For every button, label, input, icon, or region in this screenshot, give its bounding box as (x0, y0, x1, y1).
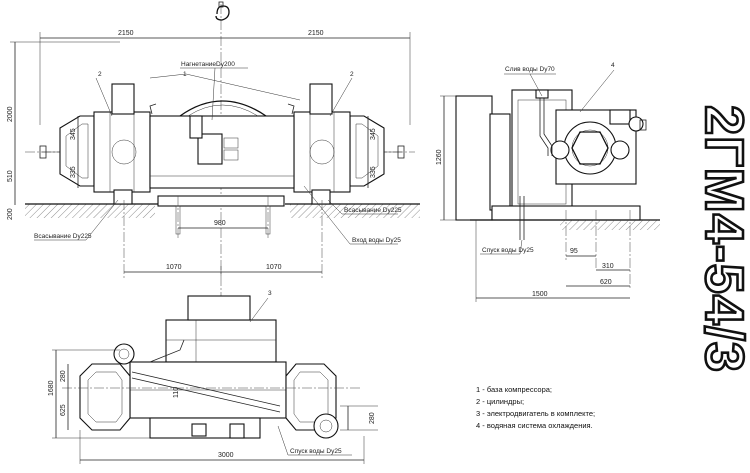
dim-625: 625 (60, 404, 67, 416)
label-suction-right: Всасывание Dy225 (344, 207, 402, 214)
dim-1260: 1260 (436, 149, 443, 165)
legend-item-2: 2 - цилиндры; (476, 397, 524, 406)
compressor-base (149, 100, 295, 189)
label-drain-top: Слив воды Dy70 (505, 66, 555, 73)
cylinder-left (39, 83, 151, 205)
motor (165, 295, 277, 363)
dim-280-right: 280 (369, 412, 376, 424)
callout-4: 4 (611, 62, 615, 69)
plan-view: 3 1680 280 625 110 (48, 290, 378, 464)
dim-620: 620 (600, 279, 612, 286)
dim-310: 310 (602, 263, 614, 270)
dim-1680: 1680 (48, 380, 55, 396)
model-title: 2ГМ4-54/3 (693, 6, 750, 471)
label-drain-bottom: Спуск воды Dy25 (482, 247, 534, 254)
dim-95: 95 (570, 248, 578, 255)
side-view: 1260 95 (436, 62, 660, 302)
dim-345-left: 345 (70, 128, 77, 140)
callout-2a: 2 (98, 71, 102, 78)
side-cylinder (550, 109, 647, 185)
dim-1070-left: 1070 (166, 264, 182, 271)
dim-335-right: 335 (370, 166, 377, 178)
dim-335-left: 335 (70, 166, 77, 178)
dim-200: 200 (7, 208, 14, 220)
cylinder-right (293, 83, 405, 205)
legend: 1 - база компрессора; 2 - цилиндры; 3 - … (476, 385, 595, 430)
foundation-bolts (123, 196, 323, 280)
dim-110: 110 (173, 387, 180, 398)
front-view: 2150 2150 2000 510 200 (7, 1, 420, 300)
dim-1070-right: 1070 (266, 264, 282, 271)
callout-2b: 2 (350, 71, 354, 78)
dim-width-left: 2150 (118, 30, 134, 37)
dim-width-right: 2150 (308, 30, 324, 37)
legend-item-4: 4 - водяная система охлаждения. (476, 421, 593, 430)
callout-3: 3 (268, 290, 272, 297)
dim-345-right: 345 (370, 128, 377, 140)
model-title-text: 2ГМ4-54/3 (693, 103, 750, 373)
callout-1: 1 (183, 71, 187, 78)
label-suction-left: Всасывание Dy225 (34, 233, 92, 240)
label-fill-pipe: НагнетаниеDy200 (181, 61, 235, 68)
label-water-in: Вход воды Dy25 (352, 237, 401, 244)
dim-510: 510 (7, 170, 14, 182)
dim-3000: 3000 (218, 452, 234, 459)
dim-980: 980 (214, 220, 226, 227)
legend-item-1: 1 - база компрессора; (476, 385, 552, 394)
dim-280: 280 (60, 370, 67, 382)
legend-item-3: 3 - электродвигатель в комплекте; (476, 409, 595, 418)
label-plan-drain: Спуск воды Dy25 (290, 448, 342, 455)
dim-height-total: 2000 (7, 106, 14, 122)
dim-1500: 1500 (532, 291, 548, 298)
